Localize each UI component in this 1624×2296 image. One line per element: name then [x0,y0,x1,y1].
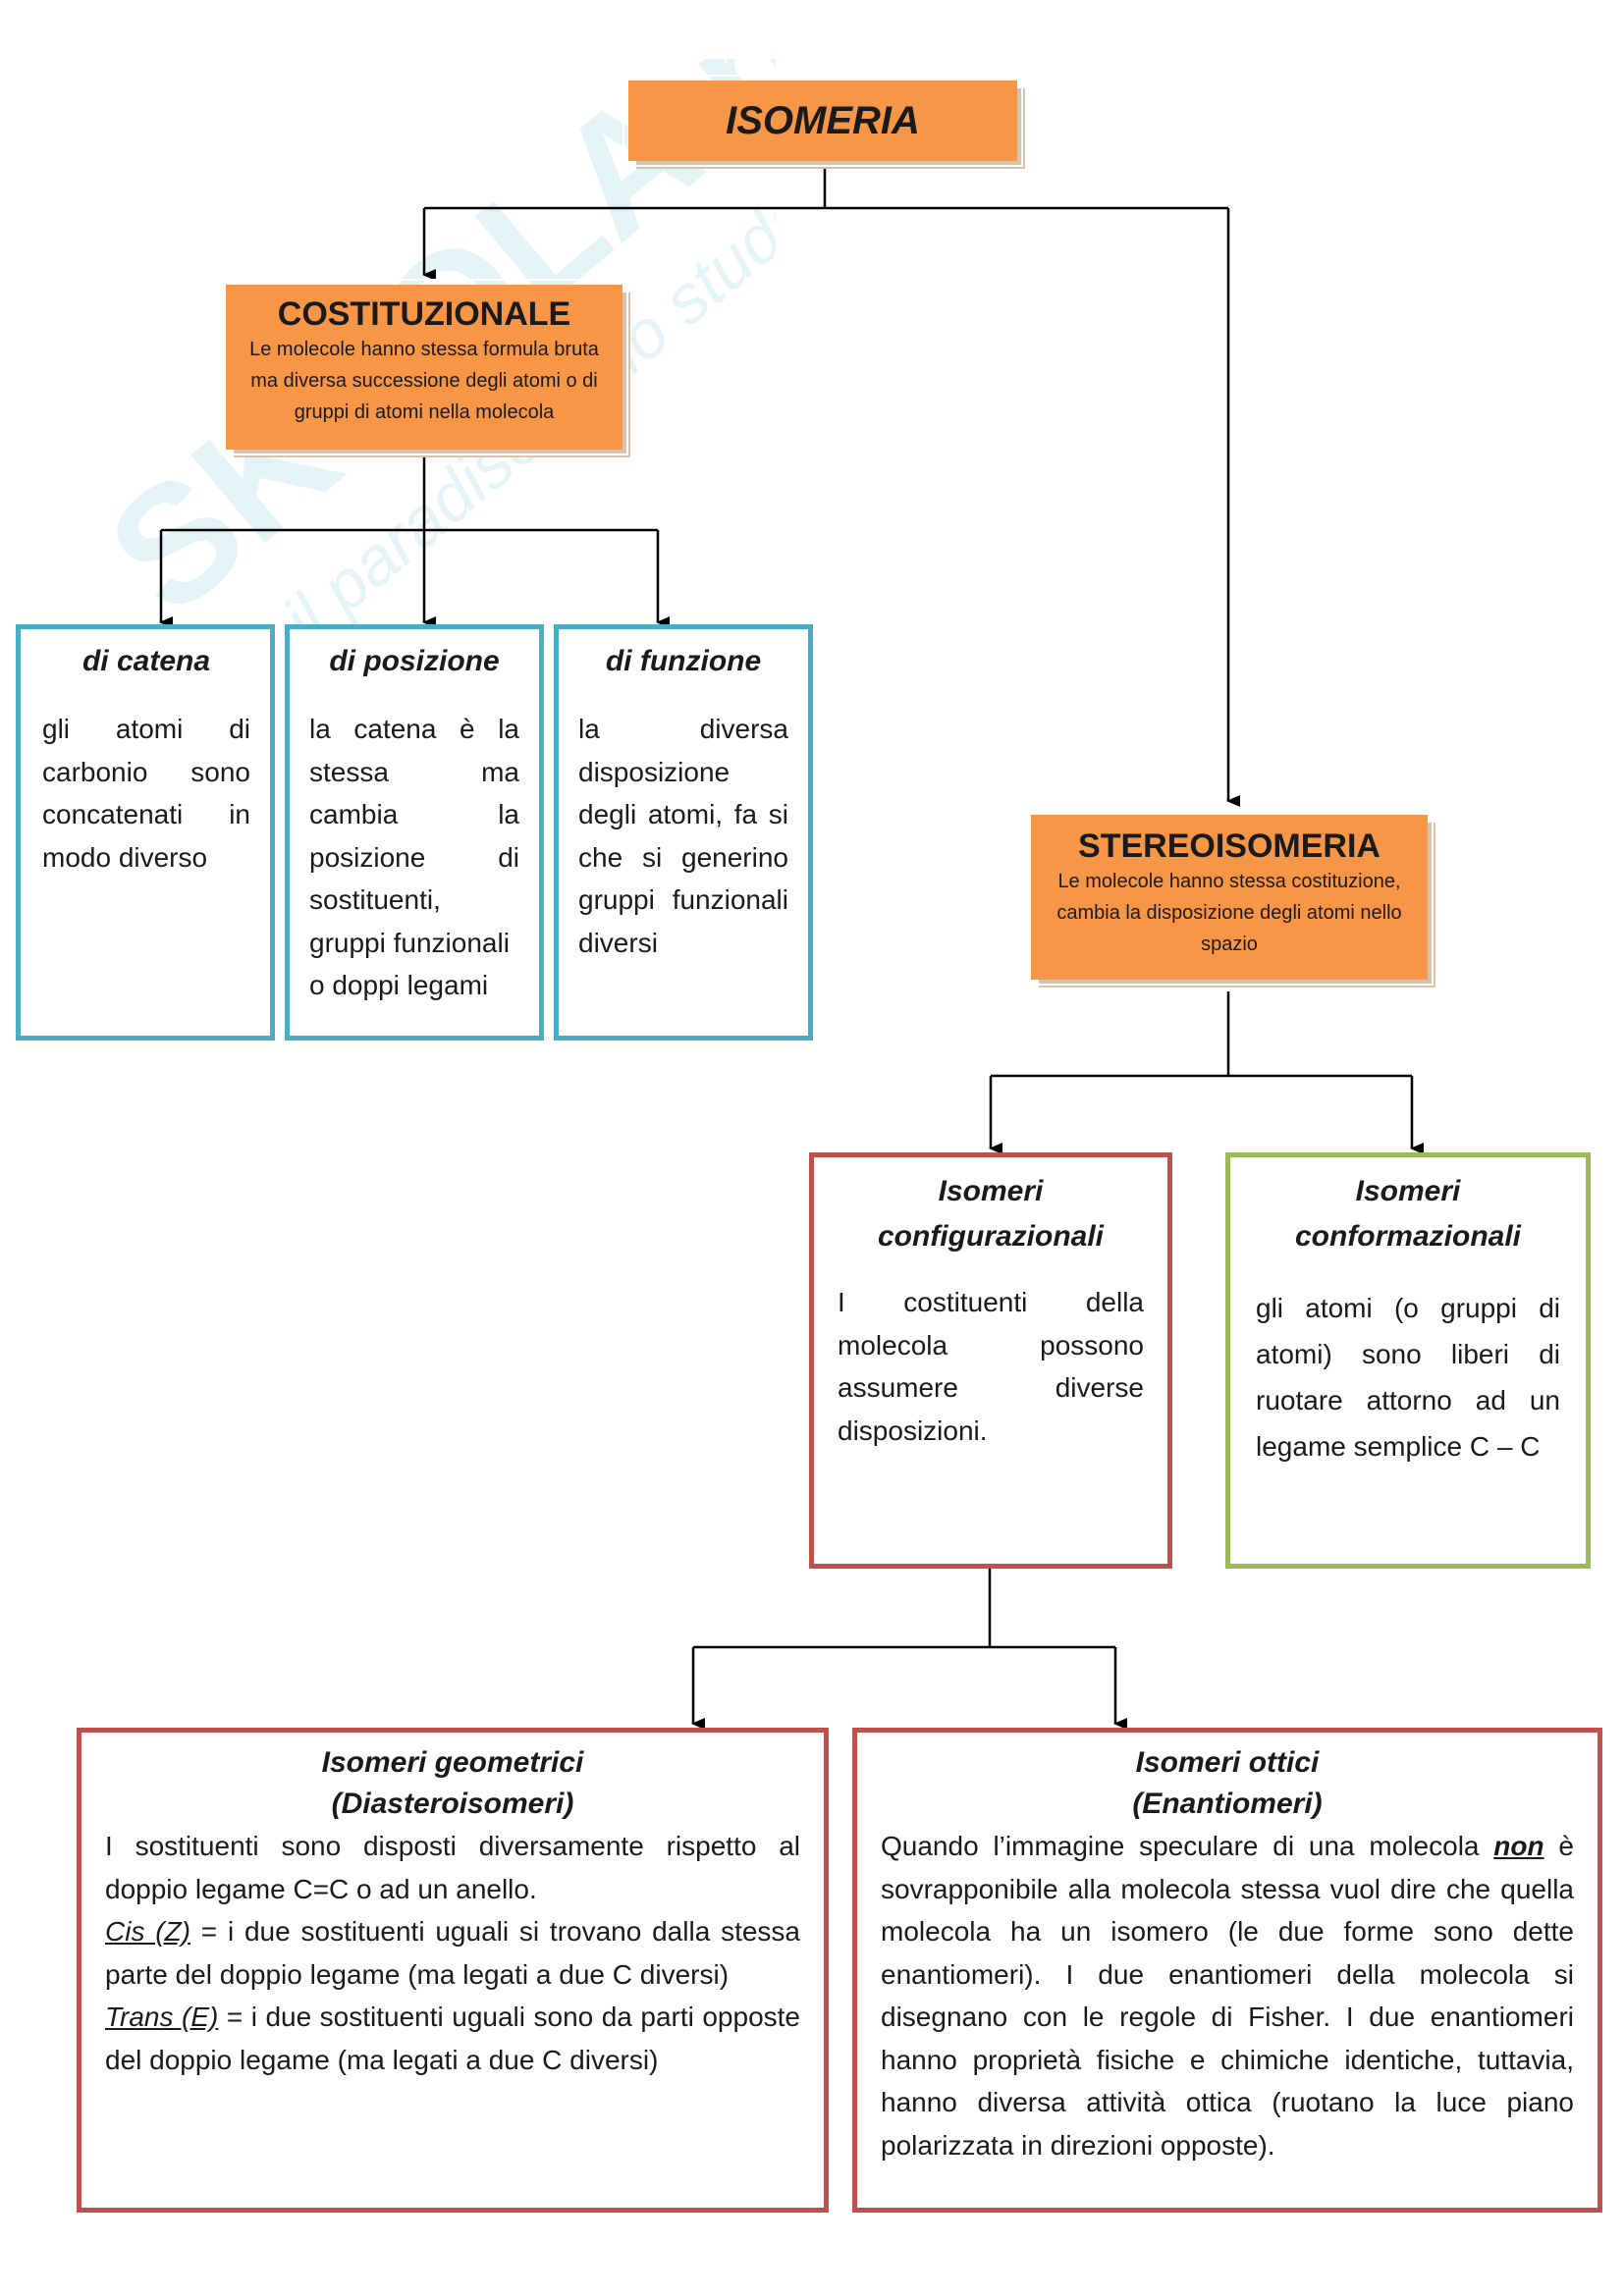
stereoisomeria-title: STEREOISOMERIA [1078,828,1380,865]
geometrici-cis-line: Cis (Z) = i due sostituenti uguali si tr… [105,1910,800,1953]
di-posizione-line-5: sostituenti, [309,884,441,915]
stereoisomeria-desc-line-1: Le molecole hanno stessa costituzione, [1057,871,1401,892]
configurazionali-line-1: I costituenti della [838,1287,1144,1317]
di-funzione-line-1: la diversa [578,714,788,744]
geometrici-title-line-1: Isomeri geometrici [321,1746,584,1779]
ottici-line-8: polarizzata in direzioni opposte). [881,2129,1275,2161]
conformazionali-line-4: legame semplice C – C [1256,1431,1541,1462]
ottici-line-2: sovrapponibile alla molecola stessa vuol… [881,1873,1574,1904]
di-catena-line-1: gli atomi di [42,714,250,744]
di-catena-box: di catena gli atomi di carbonio sono con… [16,624,275,1041]
conformazionali-line-2: atomi) sono liberi di [1256,1339,1560,1369]
geometrici-trans-line-2: del doppio legame (ma legati a due C div… [105,2044,659,2075]
conformazionali-title-line-2: conformazionali [1294,1220,1522,1253]
configurazionali-line-2: molecola possono [838,1329,1144,1361]
geometrici-cis-line-2: parte del doppio legame (ma legati a due… [105,1958,730,1990]
di-posizione-title: di posizione [329,645,500,677]
di-funzione-line-5: gruppi funzionali [578,884,788,915]
geometrici-trans-line: Trans (E) = i due sostituenti uguali son… [105,1996,800,2039]
ottici-line-6: hanno proprietà fisiche e chimiche ident… [881,2044,1574,2075]
configurazionali-title-line-1: Isomeri [938,1175,1044,1207]
configurazionali-line-3: assumere diverse [838,1372,1144,1403]
stereoisomeria-node: STEREOISOMERIA Le molecole hanno stessa … [1025,809,1434,986]
ottici-line-1-before: Quando l’immagine speculare di una molec… [881,1831,1494,1861]
costituzionale-title: COSTITUZIONALE [277,295,571,333]
conformazionali-title-line-1: Isomeri [1355,1175,1461,1207]
ottici-line-5: disegnano con le regole di Fisher. I due… [881,2002,1574,2032]
ottici-title-line-1: Isomeri ottici [1135,1746,1320,1779]
di-funzione-box: di funzione la diversa disposizione degl… [554,624,813,1041]
cis-label: Cis (Z) [105,1916,190,1947]
stereoisomeria-desc-line-2: cambia la disposizione degli atomi nello [1056,902,1402,924]
di-funzione-title: di funzione [605,645,762,677]
di-posizione-line-2: stessa ma [309,756,519,787]
ottici-line-7: hanno diversa attività ottica (ruotano l… [881,2087,1574,2117]
di-catena-title: di catena [81,645,211,677]
di-posizione-box: di posizione la catena è la stessa ma ca… [285,624,544,1041]
trans-text: = i due sostituenti uguali sono da parti… [218,2002,800,2032]
configurazionali-line-4: disposizioni. [838,1415,988,1446]
geometrici-p1-line-1: I sostituenti sono disposti diversamente… [105,1831,800,1861]
costituzionale-desc-line-1: Le molecole hanno stessa formula bruta [249,339,599,360]
ottici-title-line-2: (Enantiomeri) [1132,1788,1323,1820]
costituzionale-desc-line-3: gruppi di atomi nella molecola [294,401,555,423]
geometrici-title-line-2: (Diasteroisomeri) [331,1788,574,1820]
ottici-line-1: Quando l’immagine speculare di una molec… [881,1825,1574,1868]
ottici-line-1-after: è [1543,1831,1574,1861]
ottici-non-emphasis: non [1493,1831,1544,1861]
conformazionali-line-1: gli atomi (o gruppi di [1256,1293,1560,1323]
geometrici-p1-line-2: doppio legame C=C o ad un anello. [105,1873,537,1904]
di-posizione-line-3: cambia la [309,799,519,829]
configurazionali-title-line-2: configurazionali [877,1220,1104,1253]
di-funzione-line-4: che si generino [578,841,788,873]
di-posizione-line-1: la catena è la [309,714,519,744]
di-funzione-line-3: degli atomi, fa si [578,799,788,829]
di-catena-line-2: carbonio sono [42,756,250,787]
configurazionali-box: Isomeri configurazionali I costituenti d… [809,1152,1172,1569]
isomeria-title: ISOMERIA [726,99,920,142]
di-catena-line-3: concatenati in [42,799,250,829]
conformazionali-line-3: ruotare attorno ad un [1256,1385,1560,1415]
costituzionale-desc-line-2: ma diversa successione degli atomi o di [250,370,598,392]
ottici-line-3: molecola ha un isomero (le due forme son… [881,1916,1574,1947]
stereoisomeria-desc-line-3: spazio [1201,934,1258,955]
geometrici-box: Isomeri geometrici (Diasteroisomeri) I s… [77,1728,829,2213]
cis-text: = i due sostituenti uguali si trovano da… [190,1916,800,1947]
di-funzione-line-2: disposizione [578,756,731,787]
costituzionale-node: COSTITUZIONALE Le molecole hanno stessa … [220,279,628,455]
isomeria-node: ISOMERIA [623,75,1023,167]
di-posizione-line-6: gruppi funzionali [309,927,510,958]
trans-label: Trans (E) [105,2002,219,2032]
conformazionali-box: Isomeri conformazionali gli atomi (o gru… [1225,1152,1591,1569]
di-funzione-line-6: diversi [578,927,658,958]
ottici-box: Isomeri ottici (Enantiomeri) Quando l’im… [852,1728,1602,2213]
di-catena-line-4: modo diverso [42,841,208,873]
ottici-line-4: enantiomeri). I due enantiomeri della mo… [881,1958,1574,1990]
di-posizione-line-4: posizione di [309,841,519,873]
di-posizione-line-7: o doppi legami [309,970,489,1000]
